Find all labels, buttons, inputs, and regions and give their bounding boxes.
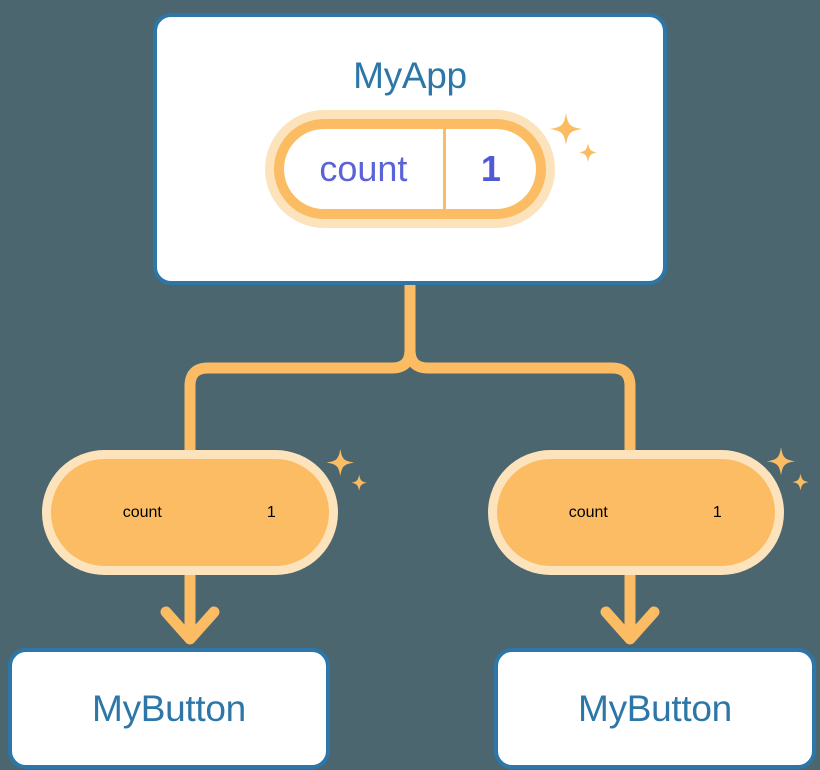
state-pill-value: 1 (712, 503, 722, 521)
state-pill-inner-ring: count 1 (274, 119, 546, 219)
state-pill-body: count 1 (284, 129, 536, 209)
component-title-myapp: MyApp (353, 55, 467, 96)
component-title-mybutton: MyButton (578, 687, 732, 729)
state-pill-body: count 1 (61, 469, 319, 556)
state-pill-key: count (122, 503, 162, 521)
state-pill-inner-ring: count 1 (51, 459, 329, 566)
state-pill-outer-ring: count 1 (488, 450, 784, 575)
state-pill-inner-ring: count 1 (497, 459, 775, 566)
state-pill-key: count (319, 148, 408, 189)
sparkle-small-icon (792, 473, 809, 491)
state-pill-outer-ring: count 1 (265, 110, 555, 228)
arrow-head-left (160, 606, 220, 645)
state-pill-root[interactable]: count 1 (265, 110, 555, 228)
state-pill-key: count (568, 503, 608, 521)
state-pill-body: count 1 (507, 469, 765, 556)
arrow-head-right (600, 606, 660, 645)
state-pill-value: 1 (266, 503, 276, 521)
state-pill-value: 1 (442, 129, 536, 209)
component-card-mybutton-left[interactable]: MyButton (8, 648, 330, 769)
component-card-mybutton-right[interactable]: MyButton (494, 648, 816, 769)
state-pill-child-left[interactable]: count 1 (42, 450, 338, 575)
state-pill-child-right[interactable]: count 1 (488, 450, 784, 575)
sparkle-small-icon (351, 474, 367, 491)
state-pill-outer-ring: count 1 (42, 450, 338, 575)
component-title-mybutton: MyButton (92, 687, 246, 729)
